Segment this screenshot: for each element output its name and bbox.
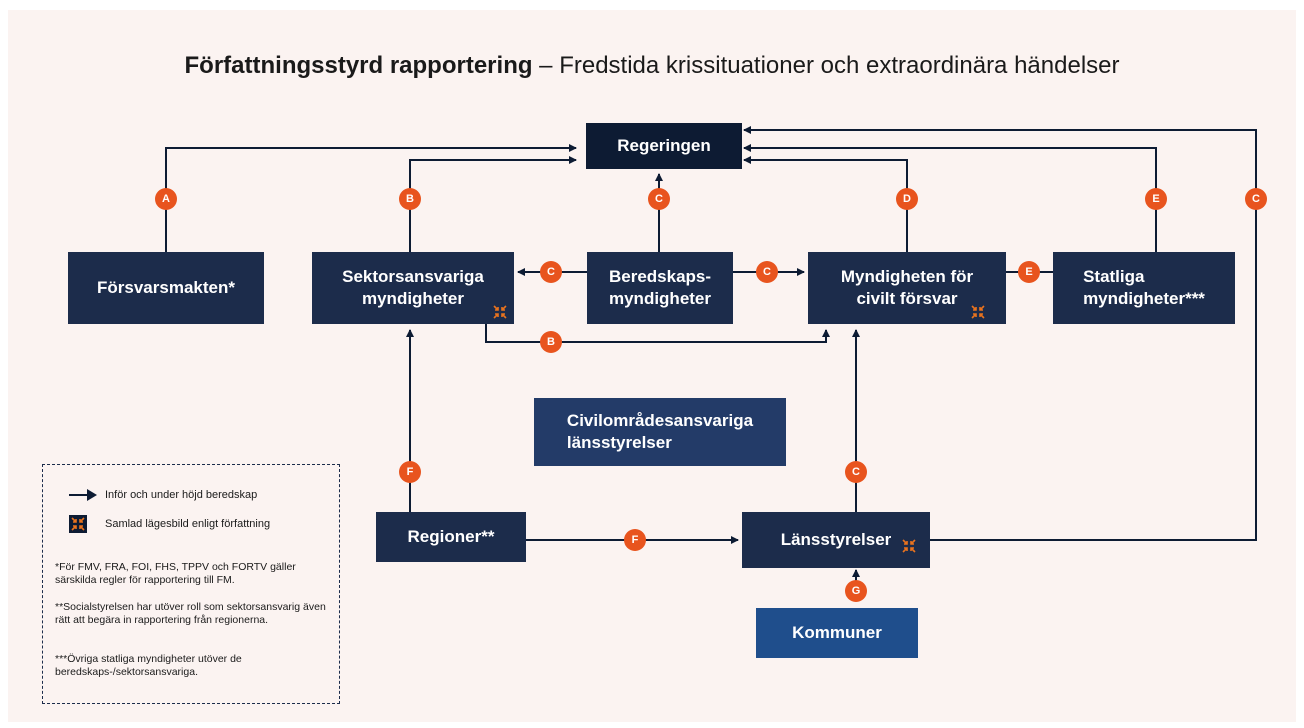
legend-arrow-label: Inför och under höjd beredskap (105, 489, 258, 501)
badge-e-mid: E (1018, 261, 1040, 283)
legend-icon-label: Samlad lägesbild enligt författning (105, 518, 271, 530)
line-b-top (409, 156, 577, 252)
collapse-arrows-icon (69, 515, 87, 533)
box-mcf: Myndigheten för civilt försvar (808, 252, 1006, 324)
box-statliga-label: Statliga myndigheter*** (1083, 267, 1205, 308)
box-kommuner-label: Kommuner (792, 623, 882, 643)
box-civilomrade-label: Civilområdesansvariga länsstyrelser (566, 411, 754, 452)
box-forsvarsmakten: Försvarsmakten* (68, 252, 264, 324)
box-regeringen-label: Regeringen (617, 136, 711, 156)
line-e-top (743, 144, 1157, 252)
box-lansstyrelser-label: Länsstyrelser (780, 530, 892, 550)
badge-c-mid: C (756, 261, 778, 283)
title-bold: Författningsstyrd rapportering (184, 52, 533, 79)
badge-e-top: E (1145, 188, 1167, 210)
badge-c-top: C (648, 188, 670, 210)
badge-b-top: B (399, 188, 421, 210)
box-regioner: Regioner** (376, 512, 526, 562)
badge-c-left: C (540, 261, 562, 283)
box-beredskaps-label: Beredskaps- myndigheter (608, 267, 712, 308)
legend-note-1: *För FMV, FRA, FOI, FHS, TPPV och FORTV … (55, 561, 296, 587)
box-mcf-label: Myndigheten för civilt försvar (840, 267, 974, 308)
box-forsvarsmakten-label: Försvarsmakten* (97, 278, 235, 298)
legend-arrow-row: Inför och under höjd beredskap (69, 489, 257, 501)
box-sektorsansvariga: Sektorsansvariga myndigheter (312, 252, 514, 324)
legend-note-2: **Socialstyrelsen har utöver roll som se… (55, 601, 326, 627)
title-rest: – Fredstida krissituationer och extraord… (532, 52, 1120, 79)
badge-d: D (896, 188, 918, 210)
box-regeringen: Regeringen (586, 123, 742, 169)
lagesbild-icon (493, 305, 507, 319)
legend-note-3: ***Övriga statliga myndigheter utöver de… (55, 653, 242, 679)
line-c-right (743, 126, 1257, 541)
badge-c-lan: C (845, 461, 867, 483)
right-arrow-icon (69, 489, 97, 501)
line-d (743, 156, 908, 252)
box-statliga: Statliga myndigheter*** (1053, 252, 1235, 324)
box-civilomradesansvariga: Civilområdesansvariga länsstyrelser (534, 398, 786, 466)
box-regioner-label: Regioner** (407, 527, 495, 547)
box-kommuner: Kommuner (756, 608, 918, 658)
box-lansstyrelser: Länsstyrelser (742, 512, 930, 568)
badge-a: A (155, 188, 177, 210)
box-sektorsansvariga-label: Sektorsansvariga myndigheter (342, 267, 484, 308)
badge-f-mid: F (624, 529, 646, 551)
badge-c-right: C (1245, 188, 1267, 210)
line-b-low (485, 324, 830, 343)
legend: Inför och under höjd beredskap Samlad lä… (42, 464, 340, 704)
box-beredskapsmyndigheter: Beredskaps- myndigheter (587, 252, 733, 324)
badge-g: G (845, 580, 867, 602)
lagesbild-icon (902, 539, 916, 553)
badge-b-low: B (540, 331, 562, 353)
legend-icon-row: Samlad lägesbild enligt författning (69, 515, 270, 533)
diagram-title: Författningsstyrd rapportering – Fredsti… (0, 52, 1304, 80)
badge-f-left: F (399, 461, 421, 483)
lagesbild-icon (971, 305, 985, 319)
line-a (165, 144, 577, 252)
